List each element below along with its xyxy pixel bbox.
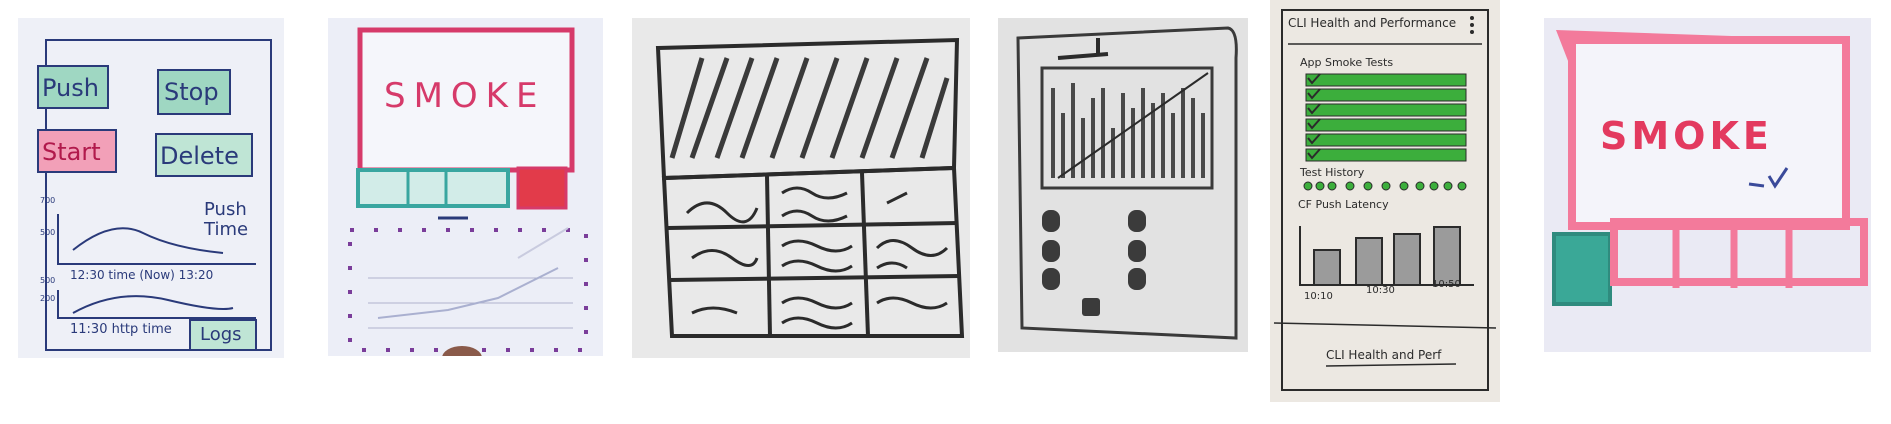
- sketch-control-panel-drawing: [37, 39, 272, 351]
- push-latency-heading: CF Push Latency: [1298, 198, 1389, 211]
- smoke-title: SMOKE: [384, 76, 546, 116]
- push-button[interactable]: Push: [42, 74, 99, 102]
- table-cell-scribble: [685, 201, 759, 224]
- latency-bars: [1313, 226, 1461, 286]
- test-history-heading: Test History: [1300, 166, 1365, 179]
- sketch-overall-view: [998, 18, 1248, 352]
- chart-line: [377, 267, 559, 319]
- axis-label-top: 700: [40, 196, 56, 205]
- cli-health-title: CLI Health and Performance: [1288, 16, 1457, 30]
- push-time-line: [72, 227, 224, 254]
- table-cell-scribble: [691, 306, 738, 315]
- axis-label-bottom: 200: [40, 294, 56, 303]
- sketch-smoke-screen-drawing: [348, 27, 588, 356]
- sketch-table-view: [632, 18, 970, 358]
- cli-health-footer[interactable]: CLI Health and Perf: [1326, 348, 1442, 362]
- push-button-shape[interactable]: [37, 65, 109, 109]
- smoke-title-box: [357, 27, 575, 173]
- smoke-test-bars: [1305, 73, 1467, 162]
- http-time-line: [72, 295, 234, 314]
- check-icon: [1307, 73, 1321, 160]
- smoke-title-2: SMOKE: [1600, 114, 1773, 158]
- tab-bar[interactable]: [1610, 218, 1868, 286]
- table: [661, 165, 965, 338]
- latency-x-label: 10:50: [1432, 279, 1461, 290]
- tab-bar[interactable]: [356, 168, 510, 208]
- table-cell-scribble: [781, 239, 853, 273]
- overall-chart: [1040, 66, 1214, 190]
- stop-button-shape[interactable]: [157, 69, 231, 115]
- menu-icon[interactable]: [1470, 16, 1474, 20]
- sketch-control-panel: Push Stop Start Delete 700 500 500 200 P…: [18, 18, 284, 358]
- push-time-label: Push Time: [204, 199, 249, 240]
- table-cell-scribble: [781, 186, 848, 223]
- logs-button[interactable]: Logs: [200, 324, 242, 345]
- start-button[interactable]: Start: [42, 138, 101, 166]
- table-cell-scribble: [876, 296, 948, 310]
- latency-x-label: 10:30: [1366, 285, 1395, 296]
- sketch-smoke-screen-2: SMOKE: [1544, 18, 1871, 352]
- time-axis-label-2: 11:30 http time: [70, 322, 172, 337]
- table-cell-scribble: [875, 239, 949, 270]
- status-dots: [1042, 210, 1146, 316]
- delete-button[interactable]: Delete: [160, 142, 239, 170]
- axis-label-low: 500: [40, 276, 56, 285]
- smoke-title-box: [1568, 36, 1850, 230]
- sketch-smoke-screen: SMOKE: [328, 18, 603, 356]
- sketch-smoke-screen-2-drawing: [1552, 30, 1868, 306]
- sketch-table-view-drawing: [655, 37, 965, 338]
- overall-chart-bars: [1051, 83, 1205, 178]
- table-cell-scribble: [691, 249, 759, 267]
- test-history-dots: [1303, 181, 1467, 191]
- sketch-overall-view-drawing: [1016, 26, 1238, 340]
- red-action-button[interactable]: [516, 166, 568, 210]
- header-scribble: [669, 57, 950, 159]
- smoke-tests-heading: App Smoke Tests: [1300, 56, 1394, 69]
- sketch-cli-health: CLI Health and Performance App Smoke Tes…: [1270, 0, 1500, 402]
- sketch-cli-health-drawing: [1273, 9, 1497, 391]
- finger: [442, 346, 482, 356]
- chart-area: [348, 228, 588, 352]
- start-button-shape[interactable]: [37, 129, 117, 173]
- time-axis-label-1: 12:30 time (Now) 13:20: [70, 268, 214, 282]
- stop-button[interactable]: Stop: [164, 78, 219, 106]
- table-cell-scribble: [886, 191, 908, 205]
- latency-x-label: 10:10: [1304, 291, 1333, 302]
- delete-button-shape[interactable]: [155, 133, 253, 177]
- axis-label-mid: 500: [40, 228, 56, 237]
- teal-button[interactable]: [1552, 232, 1612, 306]
- logs-button-shape[interactable]: [189, 319, 257, 351]
- check-icon: [1748, 167, 1789, 189]
- table-cell-scribble: [781, 296, 853, 330]
